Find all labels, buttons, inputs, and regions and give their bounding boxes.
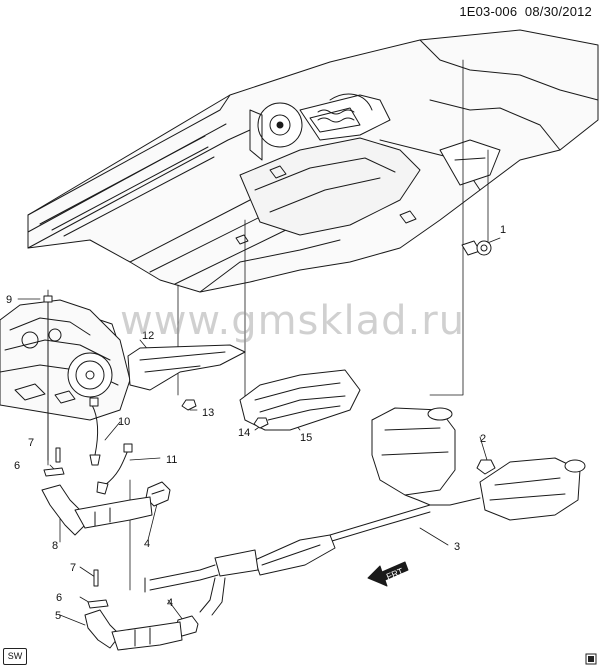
gasket-6-lower xyxy=(87,599,109,609)
front-direction-arrow: FRT xyxy=(367,561,409,587)
sw-badge: SW xyxy=(3,648,27,665)
callout-9: 9 xyxy=(6,294,12,306)
page-corner-icon xyxy=(585,653,597,665)
nut-13 xyxy=(181,399,197,411)
nut-2 xyxy=(476,459,496,475)
callout-7a: 7 xyxy=(28,437,34,449)
oxygen-sensor-11 xyxy=(96,443,133,495)
hanger-insulator-1 xyxy=(461,240,492,256)
stud-7-upper xyxy=(55,447,61,463)
callout-8: 8 xyxy=(52,540,58,552)
exhaust-manifold-pipe-8 xyxy=(41,484,153,536)
callout-13: 13 xyxy=(202,407,214,419)
engine-block xyxy=(0,299,131,421)
oxygen-sensor-10 xyxy=(89,397,101,466)
callout-numbers: 1 2 3 4 4 5 6 6 7 7 8 9 10 11 12 13 14 1… xyxy=(6,224,506,622)
vehicle-underbody xyxy=(27,29,599,293)
diagram-code: 1E03-006 xyxy=(459,4,518,19)
callout-2: 2 xyxy=(480,433,486,445)
stud-9 xyxy=(43,295,53,461)
callout-4a: 4 xyxy=(144,538,150,550)
callout-6b: 6 xyxy=(56,592,62,604)
diagram-header: 1E03-006 08/30/2012 xyxy=(459,4,592,19)
callout-11: 11 xyxy=(166,454,177,466)
callout-6a: 6 xyxy=(14,460,20,472)
callout-4b: 4 xyxy=(167,597,173,609)
callout-7b: 7 xyxy=(70,562,76,574)
gasket-6-upper xyxy=(43,467,65,477)
callout-12: 12 xyxy=(142,330,154,342)
callout-3: 3 xyxy=(454,541,460,553)
callout-1: 1 xyxy=(500,224,506,236)
nut-14 xyxy=(253,417,269,429)
exhaust-pipe-3 xyxy=(144,407,586,616)
stud-7-lower xyxy=(93,569,99,587)
diagram-date: 08/30/2012 xyxy=(524,4,592,19)
watermark: www.gmsklad.ru xyxy=(120,298,466,344)
exhaust-manifold-pipe-5 xyxy=(84,609,183,651)
callout-10: 10 xyxy=(118,416,130,428)
heat-shield-12 xyxy=(127,344,246,391)
callout-14: 14 xyxy=(238,427,250,439)
callout-5: 5 xyxy=(55,610,61,622)
callout-15: 15 xyxy=(300,432,312,444)
